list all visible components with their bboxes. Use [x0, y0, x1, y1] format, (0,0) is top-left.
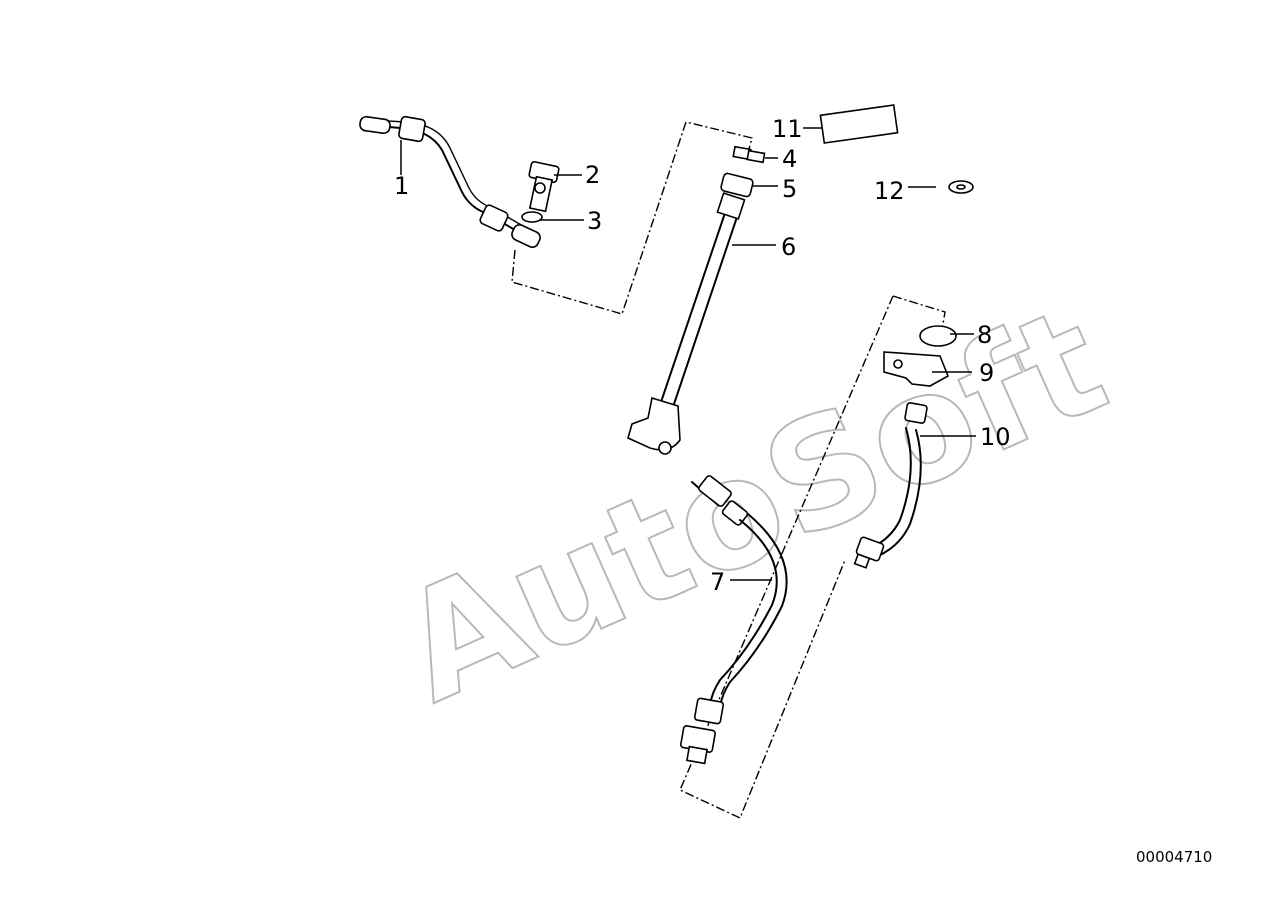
union-nut-part-5	[720, 172, 754, 198]
callout-5: 5	[782, 175, 797, 203]
callout-6: 6	[781, 233, 796, 261]
callout-2: 2	[585, 161, 600, 189]
banjo-bolt-part-2	[528, 161, 560, 213]
grommet-part-8	[919, 325, 957, 347]
leader-lines	[400, 127, 976, 581]
callout-8: 8	[977, 321, 992, 349]
diagram-id-number: 00004710	[1136, 848, 1212, 866]
callout-10: 10	[980, 423, 1011, 451]
assembly-lines	[511, 121, 946, 819]
brake-line-part-10	[853, 402, 928, 569]
bracket-part-9	[883, 351, 950, 387]
callout-11: 11	[772, 115, 803, 143]
callout-7: 7	[710, 568, 725, 596]
brake-hose-part-6	[627, 192, 746, 455]
callout-4: 4	[782, 145, 797, 173]
brake-hose-part-7	[680, 475, 788, 765]
callout-3: 3	[587, 207, 602, 235]
callout-9: 9	[979, 359, 994, 387]
label-sticker-part-11	[819, 104, 899, 144]
callout-12: 12	[874, 177, 905, 205]
bleed-screw-part-4	[732, 145, 766, 164]
washer-part-12	[948, 180, 974, 194]
brake-line-part-1	[359, 115, 541, 248]
watermark-text: AutoSoft	[377, 274, 1129, 736]
washer-part-3	[521, 211, 543, 223]
callout-1: 1	[394, 172, 409, 200]
